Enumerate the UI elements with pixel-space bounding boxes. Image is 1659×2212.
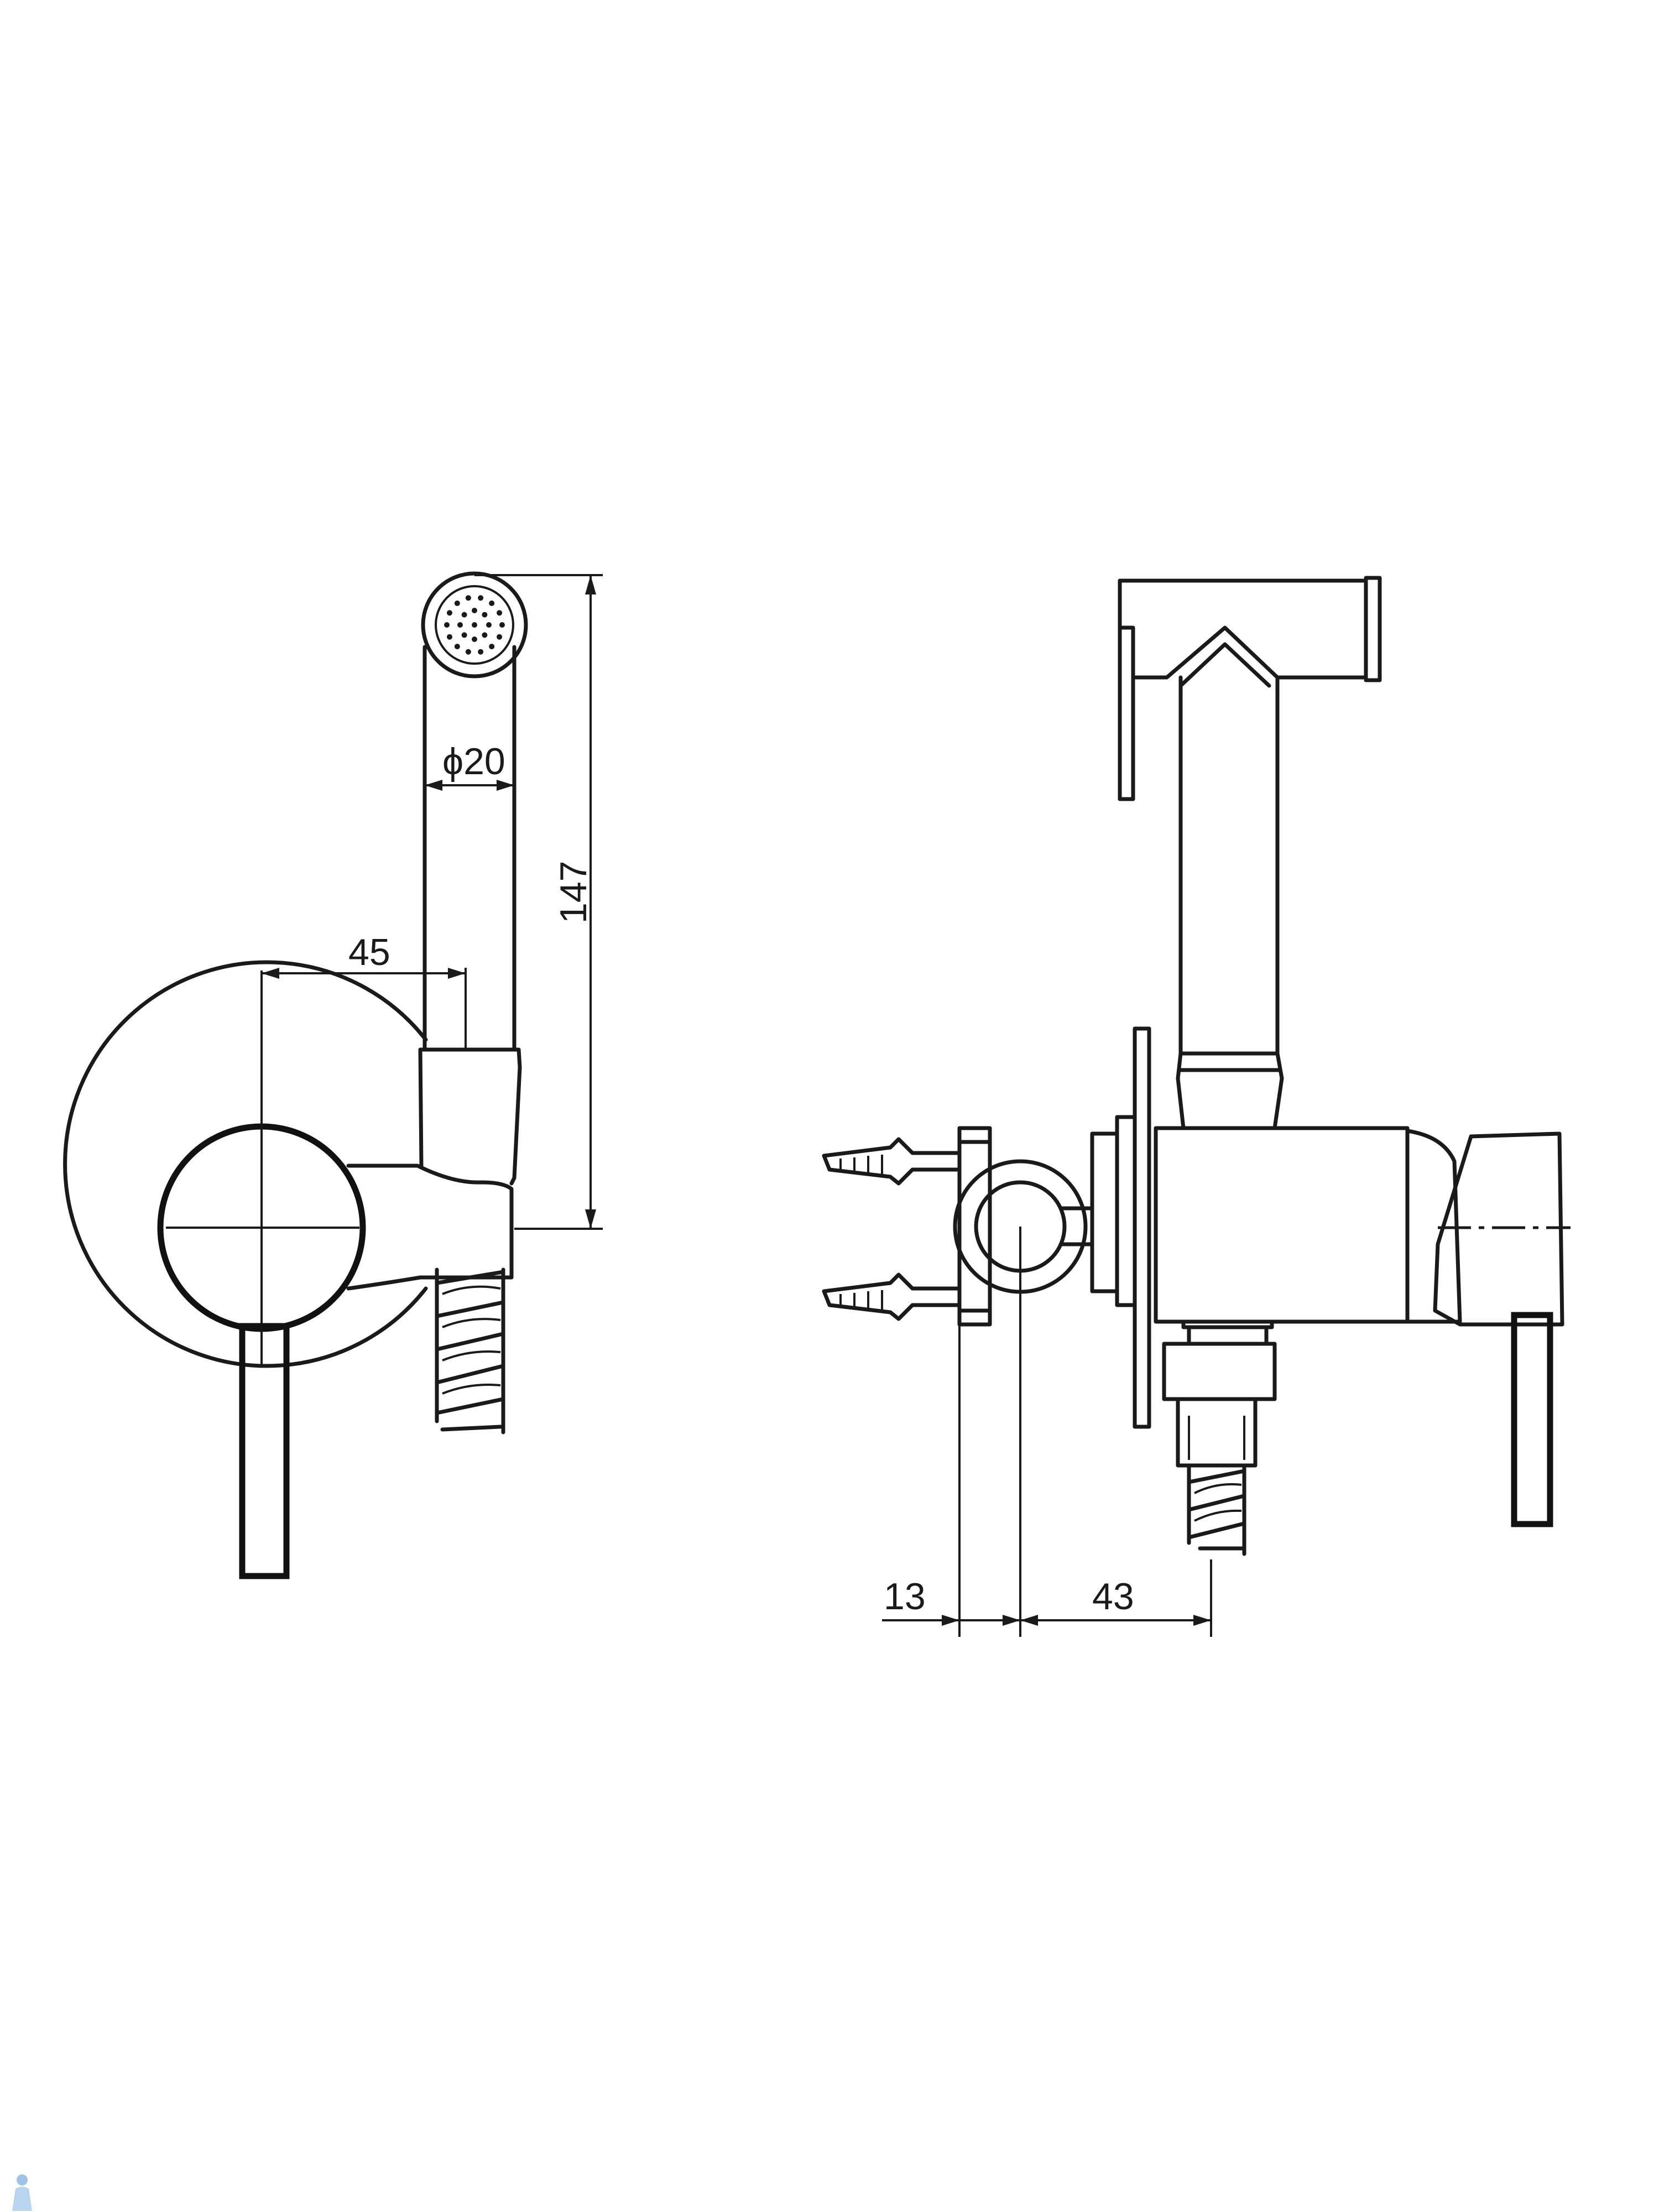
wall-anchor-bottom [822,1272,962,1321]
valve-body [1154,1126,1410,1324]
spray-trigger [1131,625,1280,1056]
spray-handle-base-side [1176,1051,1284,1130]
spray-handle-base [418,1047,522,1186]
nozzle-hole [489,644,495,650]
nozzle-hole [482,612,488,618]
hose-front [435,1267,505,1434]
nozzle-hole [482,632,488,638]
nozzle-hole [457,622,463,628]
hose-outlet [1162,1319,1277,1468]
nozzle-hole [472,637,477,642]
nozzle-hole [446,634,452,640]
dim-lever-offset: 45 [262,931,467,1050]
nozzle-hole [472,608,477,613]
nozzle-hole [497,610,503,616]
nozzle-hole [478,649,484,655]
mounting-bracket [957,1126,992,1327]
nozzle-hole [461,612,467,618]
nozzle-hole [486,622,492,628]
hand-spray-front [418,571,528,1186]
nozzle-hole [454,644,460,650]
dim-body-depth: 43 [1020,1575,1211,1626]
label-spray-diameter: ϕ20 [442,740,505,782]
lever-head-side [1433,1131,1564,1327]
label-lever-offset: 45 [348,931,390,973]
front-view: ϕ20 147 45 [63,571,603,1579]
nozzle-hole [478,595,484,601]
hand-spray-side [1118,576,1382,1130]
holder-ring [953,1159,1094,1294]
holder-bracket [346,1164,514,1291]
nozzle-hole [489,600,495,606]
nozzle-hole [472,622,477,628]
dim-spray-diameter: ϕ20 [425,740,514,791]
nozzle-hole [497,634,503,640]
nozzle-hole [499,622,505,628]
side-view: 13 43 [822,576,1571,1637]
corner-figure-icon [12,2174,32,2211]
lever-handle [239,1323,290,1579]
lever-handle-side [1511,1312,1553,1527]
nozzle-hole [465,649,471,655]
spray-nozzle-holes [444,595,505,655]
nozzle-hole [446,610,452,616]
spray-head [421,571,528,679]
dim-total-height: 147 [474,574,603,1230]
nozzle-hole [465,595,471,601]
label-wall-depth: 13 [884,1575,926,1618]
dim-wall-depth: 13 [882,1575,1020,1626]
wall-flange [1133,1026,1151,1429]
nozzle-hole [461,632,467,638]
nozzle-hole [444,622,450,628]
label-total-height: 147 [552,861,594,924]
label-body-depth: 43 [1092,1575,1134,1618]
hose-side [1187,1463,1246,1556]
wall-anchor-top [822,1137,962,1186]
nozzle-hole [454,600,460,606]
spray-mount-plate [1118,625,1135,801]
